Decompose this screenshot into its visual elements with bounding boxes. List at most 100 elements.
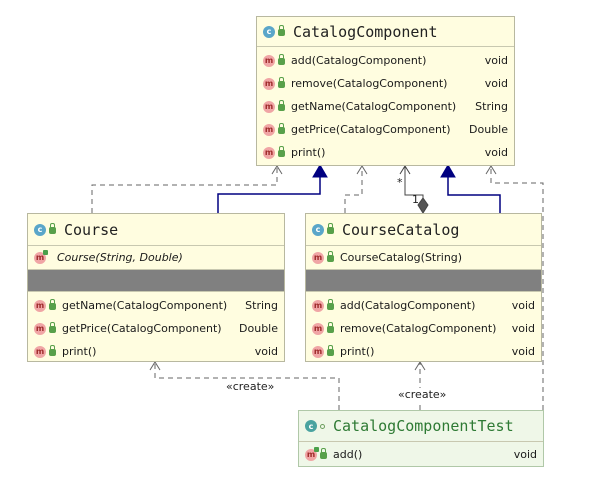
return-type: void (511, 299, 535, 312)
method-icon: m (312, 299, 324, 312)
method-name: getPrice(CatalogComponent) (291, 123, 451, 136)
method-row[interactable]: m add(CatalogComponent) void (306, 294, 541, 317)
method-row[interactable]: m getPrice(CatalogComponent) Double (28, 317, 284, 340)
method-icon: m (312, 345, 324, 358)
method-name: add(CatalogComponent) (340, 299, 476, 312)
method-name: getName(CatalogComponent) (291, 100, 457, 113)
catalog-dependency-arrowhead (356, 165, 368, 175)
test-dependency-arrowhead (485, 165, 497, 175)
catalog-inheritance-arrowhead (440, 164, 456, 178)
method-icon: m (34, 322, 46, 335)
method-row[interactable]: m add() void (299, 443, 543, 466)
public-lock-icon (49, 345, 56, 356)
method-row[interactable]: m getName(CatalogComponent) String (257, 95, 514, 118)
aggregation-diamond (417, 197, 429, 214)
methods-section: m add(CatalogComponent) void m remove(Ca… (306, 292, 541, 363)
return-type: Double (469, 123, 508, 136)
class-course[interactable]: c Course m Course(String, Double) m getN… (27, 213, 285, 362)
method-icon: m (263, 146, 275, 159)
method-name: print() (340, 345, 375, 358)
method-icon: m (34, 299, 46, 312)
constructor-row[interactable]: m Course(String, Double) (28, 246, 284, 269)
fields-section (306, 270, 541, 292)
public-lock-icon (327, 322, 334, 333)
class-icon: c (312, 223, 324, 236)
method-name: getName(CatalogComponent) (62, 299, 228, 312)
return-type: String (245, 299, 278, 312)
return-type: void (511, 322, 535, 335)
method-icon: m (263, 123, 275, 136)
course-inheritance-line (217, 176, 321, 213)
fields-section (28, 270, 284, 292)
public-lock-icon (278, 100, 285, 111)
public-lock-icon (278, 25, 285, 36)
method-name: add(CatalogComponent) (291, 54, 427, 67)
method-name: remove(CatalogComponent) (291, 77, 448, 90)
constructor-row[interactable]: m CourseCatalog(String) (306, 246, 541, 269)
catalog-inheritance-line (447, 176, 501, 213)
class-name: Course (64, 220, 119, 239)
class-course-catalog[interactable]: c CourseCatalog m CourseCatalog(String) … (305, 213, 542, 362)
create-label-catalog: «create» (398, 388, 447, 401)
method-row[interactable]: m print() void (28, 340, 284, 363)
public-lock-icon (327, 345, 334, 356)
method-row[interactable]: m remove(CatalogComponent) void (257, 72, 514, 95)
return-type: void (484, 77, 508, 90)
method-row[interactable]: m add(CatalogComponent) void (257, 49, 514, 72)
class-name: CourseCatalog (342, 220, 460, 239)
method-row[interactable]: m print() void (257, 141, 514, 164)
public-lock-icon (327, 299, 334, 310)
public-lock-icon (278, 146, 285, 157)
public-lock-icon (278, 54, 285, 65)
constructor-section: m CourseCatalog(String) (306, 246, 541, 270)
class-catalog-component[interactable]: c CatalogComponent m add(CatalogComponen… (256, 16, 515, 166)
return-type: void (511, 345, 535, 358)
methods-section: m add() void (299, 442, 543, 466)
method-row[interactable]: m getName(CatalogComponent) String (28, 294, 284, 317)
method-name: add() (333, 448, 363, 461)
method-icon: m (312, 322, 324, 335)
create-label-course: «create» (226, 380, 275, 393)
course-inheritance-arrowhead (312, 164, 328, 178)
public-lock-icon (49, 299, 56, 310)
return-type: void (484, 54, 508, 67)
test-dependency-line (490, 166, 544, 410)
class-name: CatalogComponent (293, 22, 438, 41)
test-method-icon: m (305, 446, 319, 461)
multiplicity-one: 1 (412, 193, 419, 206)
constructor-icon: m (34, 249, 48, 264)
catalog-dependency-line (344, 166, 363, 213)
course-dependency-line (91, 166, 278, 213)
package-private-icon (320, 423, 325, 429)
class-icon: c (263, 25, 275, 38)
class-header: c CatalogComponent (257, 17, 514, 47)
class-icon: c (34, 223, 46, 236)
method-row[interactable]: m remove(CatalogComponent) void (306, 317, 541, 340)
methods-section: m add(CatalogComponent) void m remove(Ca… (257, 47, 514, 164)
return-type: void (484, 146, 508, 159)
methods-section: m getName(CatalogComponent) String m get… (28, 292, 284, 363)
course-dependency-arrowhead (271, 165, 283, 175)
public-lock-icon (278, 77, 285, 88)
class-header: c CatalogComponentTest (299, 411, 543, 442)
method-row[interactable]: m print() void (306, 340, 541, 363)
class-header: c CourseCatalog (306, 214, 541, 246)
method-icon: m (263, 100, 275, 113)
class-name: CatalogComponentTest (333, 417, 514, 435)
constructor-icon: m (312, 251, 324, 264)
return-type: void (254, 345, 278, 358)
method-icon: m (34, 345, 46, 358)
return-type: String (475, 100, 508, 113)
aggregation-line (404, 166, 424, 198)
return-type: Double (239, 322, 278, 335)
public-lock-icon (327, 223, 334, 234)
constructor-name: Course(String, Double) (57, 251, 183, 264)
method-name: print() (62, 345, 97, 358)
create-course-arrowhead (149, 361, 161, 371)
method-name: remove(CatalogComponent) (340, 322, 497, 335)
constructor-section: m Course(String, Double) (28, 246, 284, 270)
class-catalog-component-test[interactable]: c CatalogComponentTest m add() void (298, 410, 544, 467)
method-row[interactable]: m getPrice(CatalogComponent) Double (257, 118, 514, 141)
constructor-name: CourseCatalog(String) (340, 251, 463, 264)
